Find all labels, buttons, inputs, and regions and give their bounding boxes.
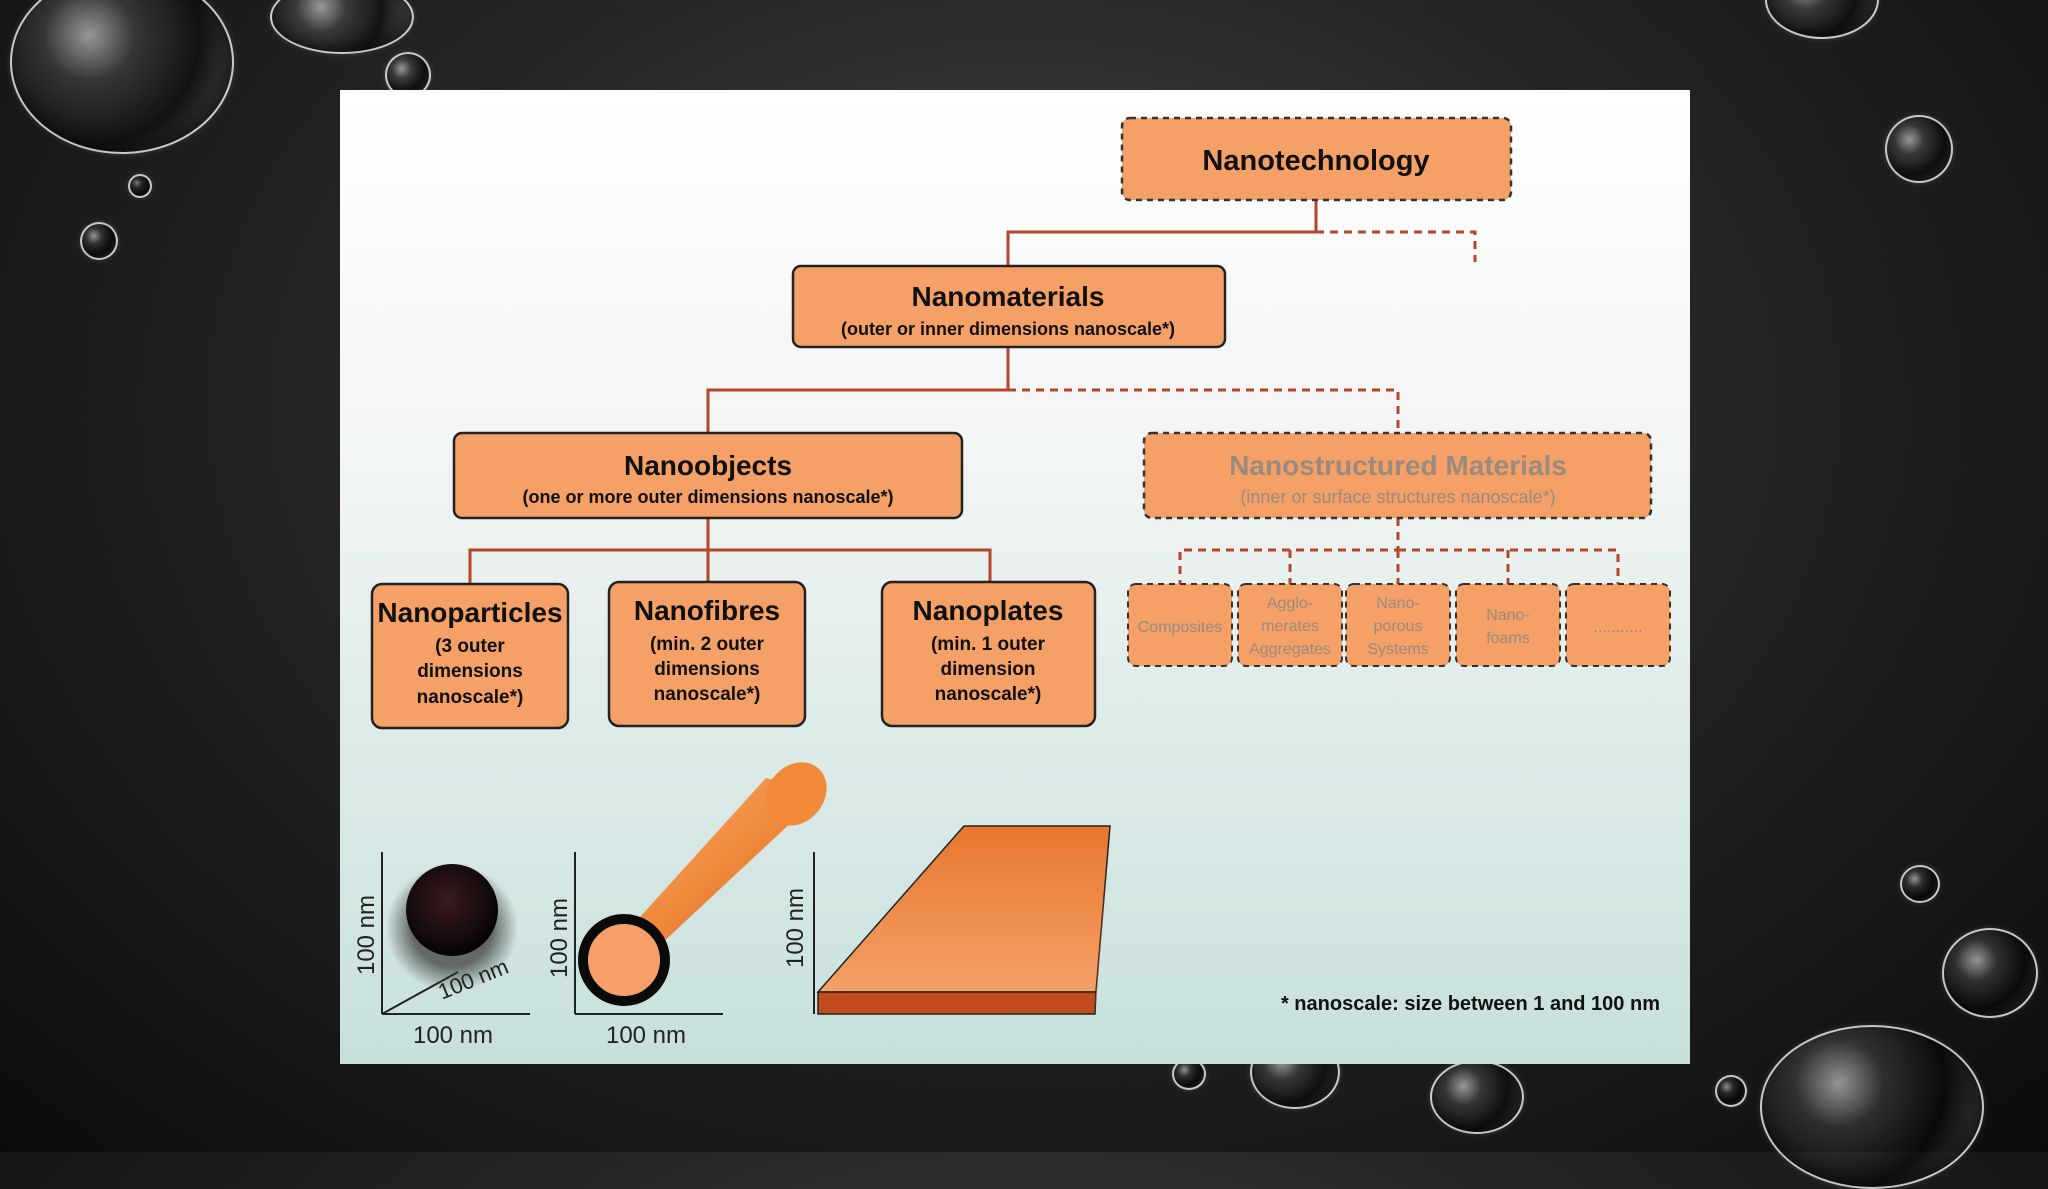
particle-height-label: 100 nm [353, 895, 380, 975]
fibre-body [592, 778, 826, 970]
structured-children: Composites Agglo- merates Aggregates Nan… [1127, 583, 1671, 667]
node-title: Nanotechnology [1202, 145, 1429, 177]
node-line: dimensions [654, 659, 760, 680]
node-line: (min. 1 outer [931, 634, 1046, 655]
node-line: (min. 2 outer [650, 634, 765, 655]
particle-illustration: 100 nm 100 nm 100 nm [353, 852, 530, 1049]
node-more: ........... [1565, 583, 1671, 667]
node-nanoparticles: Nanoparticles (3 outer dimensions nanosc… [370, 582, 570, 730]
node-line: nanoscale*) [935, 684, 1042, 705]
node-line: Agglo- [1267, 595, 1313, 612]
bubble-decoration [1885, 115, 1953, 183]
node-line: dimensions [417, 661, 523, 682]
node-line: Nano- [1486, 607, 1530, 624]
node-line: Composites [1138, 619, 1222, 636]
node-line: dimension [940, 659, 1035, 680]
node-nanofibres: Nanofibres (min. 2 outer dimensions nano… [607, 580, 807, 728]
bubble-decoration [10, 0, 234, 154]
footnote: * nanoscale: size between 1 and 100 nm [1281, 993, 1660, 1015]
node-nanomaterials: Nanomaterials (outer or inner dimensions… [791, 264, 1227, 349]
node-composites: Composites [1127, 583, 1233, 667]
node-title: Nanomaterials [912, 281, 1105, 312]
connectors [468, 200, 1620, 584]
connector-materials-objects [706, 347, 1010, 433]
node-line: Systems [1367, 641, 1428, 658]
connector-root-other [1316, 230, 1477, 262]
bubble-decoration [1760, 1025, 1984, 1189]
bubble-decoration [1765, 0, 1879, 39]
node-title: Nanoplates [913, 595, 1064, 626]
fibre-cross-section [578, 914, 670, 1006]
node-title: Nanoobjects [624, 450, 792, 481]
plate-height-label: 100 nm [782, 888, 809, 968]
fibre-end-far [765, 762, 827, 826]
node-subtitle: (inner or surface structures nanoscale*) [1240, 487, 1555, 507]
plate-top [816, 825, 1111, 993]
node-nanoobjects: Nanoobjects (one or more outer dimension… [452, 431, 964, 520]
bubble-decoration [1942, 928, 2038, 1018]
node-line: (3 outer [435, 636, 505, 657]
node-nanoporous: Nano- porous Systems [1345, 583, 1451, 667]
nanotechnology-diagram: Nanotechnology Nanomaterials (outer or i… [353, 116, 1671, 1049]
node-nanotechnology: Nanotechnology [1120, 116, 1513, 202]
particle-sphere [406, 864, 498, 956]
node-subtitle: (one or more outer dimensions nanoscale*… [522, 487, 893, 507]
node-line: ........... [1594, 619, 1643, 636]
node-line: nanoscale*) [417, 687, 524, 708]
node-line: Aggregates [1249, 641, 1331, 658]
bubble-decoration [80, 222, 118, 260]
node-title: Nanostructured Materials [1229, 450, 1567, 481]
node-line: nanoscale*) [654, 684, 761, 705]
bubble-decoration [1430, 1060, 1524, 1134]
node-subtitle: (outer or inner dimensions nanoscale*) [841, 319, 1175, 339]
node-nanofoams: Nano- foams [1455, 583, 1561, 667]
node-line: foams [1486, 630, 1530, 647]
fibre-height-label: 100 nm [546, 898, 573, 978]
node-agglomerates: Agglo- merates Aggregates [1237, 583, 1343, 667]
node-title: Nanoparticles [377, 597, 562, 628]
connector-root-materials [1006, 200, 1318, 266]
plate-illustration: 100 nm [782, 825, 1111, 1015]
node-nanostructured-materials: Nanostructured Materials (inner or surfa… [1142, 431, 1653, 520]
node-nanoplates: Nanoplates (min. 1 outer dimension nanos… [880, 580, 1097, 728]
particle-width-label: 100 nm [413, 1022, 493, 1049]
connector-materials-structured [1008, 388, 1400, 433]
bubble-decoration [1715, 1075, 1747, 1107]
bubble-decoration [1900, 865, 1940, 903]
bubble-decoration [128, 174, 152, 198]
slide-panel: Nanotechnology Nanomaterials (outer or i… [340, 90, 1690, 1064]
fibre-width-label: 100 nm [606, 1022, 686, 1049]
bubble-decoration [270, 0, 414, 54]
plate-front [817, 991, 1097, 1015]
fibre-illustration: 100 nm 100 nm [546, 762, 827, 1049]
node-line: Nano- [1376, 595, 1420, 612]
node-title: Nanofibres [634, 595, 780, 626]
connector-objects-children [468, 518, 992, 584]
node-line: merates [1261, 618, 1319, 635]
node-line: porous [1374, 618, 1423, 635]
connector-structured-children [1178, 518, 1620, 584]
